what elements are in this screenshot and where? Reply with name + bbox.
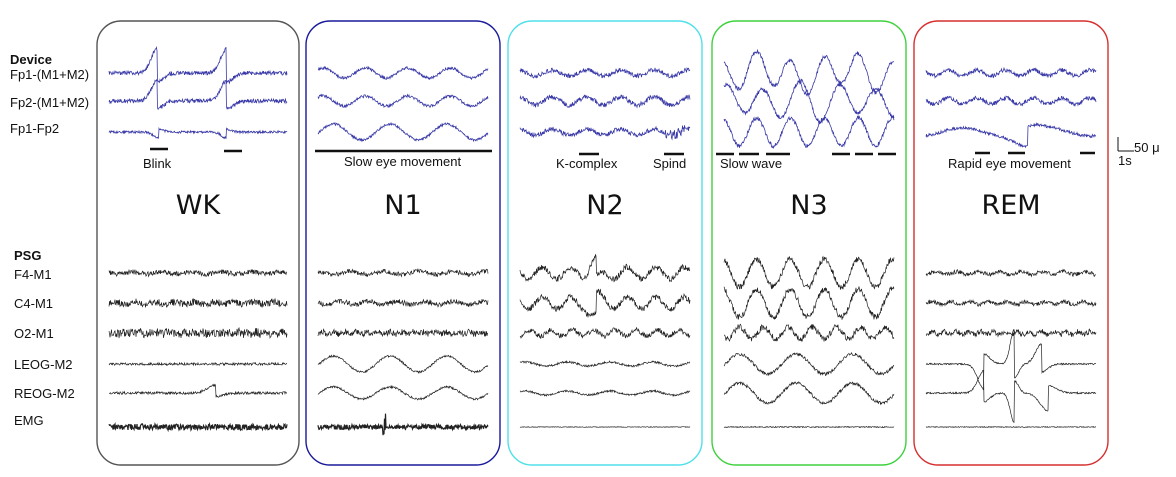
device-trace xyxy=(723,78,895,124)
amplitude-scale-label: 50 μ xyxy=(1134,140,1160,155)
stage-panel-n1: N1 xyxy=(305,20,501,466)
psg-trace xyxy=(519,288,691,318)
device-trace xyxy=(519,94,691,109)
device-channel-label: Fp1-(M1+M2) xyxy=(10,67,90,82)
time-scale-label: 1s xyxy=(1118,153,1132,168)
stage-title: N2 xyxy=(586,190,623,221)
psg-trace xyxy=(519,426,691,428)
device-trace xyxy=(723,114,895,149)
annotation-k-complex: K-complex xyxy=(556,156,618,171)
stage-panel-border xyxy=(711,20,907,466)
psg-trace xyxy=(925,369,1097,423)
device-trace xyxy=(519,67,691,79)
device-channel-label: Fp1-Fp2 xyxy=(10,121,60,136)
psg-trace xyxy=(317,384,489,401)
psg-heading: PSG xyxy=(14,248,42,263)
stage-panel-border xyxy=(96,20,300,466)
psg-trace xyxy=(317,328,489,338)
stage-panel-border xyxy=(305,20,501,466)
stage-panel-n3: N3 xyxy=(711,20,907,466)
stage-panel-border xyxy=(507,20,703,466)
stage-panel-wk: WK xyxy=(96,20,300,466)
psg-trace xyxy=(925,328,1097,338)
psg-trace xyxy=(925,299,1097,308)
device-trace xyxy=(925,95,1097,107)
stage-panel-border xyxy=(913,20,1109,466)
device-trace xyxy=(317,65,489,81)
device-trace xyxy=(317,121,489,143)
device-trace xyxy=(519,125,691,141)
psg-trace xyxy=(723,381,895,406)
annotation-slow-eye-movement: Slow eye movement xyxy=(344,154,461,169)
device-trace xyxy=(925,121,1097,149)
psg-trace xyxy=(723,285,895,320)
psg-trace xyxy=(317,298,489,308)
psg-channel-label: REOG-M2 xyxy=(14,386,75,401)
device-heading: Device xyxy=(10,52,52,67)
psg-trace xyxy=(108,361,288,367)
psg-channel-label: F4-M1 xyxy=(14,267,52,282)
annotation-spindle: Spind xyxy=(653,156,686,171)
psg-trace xyxy=(108,383,287,398)
annotation-slow-wave: Slow wave xyxy=(720,156,782,171)
psg-trace xyxy=(317,354,489,374)
psg-trace xyxy=(519,254,691,283)
psg-trace xyxy=(925,425,1097,428)
device-trace xyxy=(108,126,288,140)
psg-trace xyxy=(723,255,895,290)
device-channel-label: Fp2-(M1+M2) xyxy=(10,95,90,110)
psg-trace xyxy=(724,323,895,343)
psg-trace xyxy=(723,425,895,429)
device-trace xyxy=(108,78,288,110)
psg-channel-label: C4-M1 xyxy=(14,296,54,311)
stage-title: WK xyxy=(176,190,222,221)
stage-title: N1 xyxy=(384,190,421,221)
psg-channel-label: LEOG-M2 xyxy=(14,357,73,372)
stage-panel-rem: REM xyxy=(913,20,1109,466)
device-trace xyxy=(723,48,895,97)
psg-trace xyxy=(925,329,1097,391)
device-trace xyxy=(317,93,489,109)
psg-trace xyxy=(108,297,288,309)
annotation-blink: Blink xyxy=(143,156,172,171)
psg-trace xyxy=(317,413,489,436)
annotation-rapid-eye-movement: Rapid eye movement xyxy=(948,156,1071,171)
stage-panel-n2: N2 xyxy=(507,20,703,466)
psg-trace xyxy=(317,267,489,278)
psg-trace xyxy=(925,268,1097,278)
psg-trace xyxy=(108,268,288,278)
device-trace xyxy=(108,46,288,85)
stage-title: REM xyxy=(981,190,1040,221)
psg-trace xyxy=(519,326,691,340)
psg-channel-label: O2-M1 xyxy=(14,326,54,341)
stage-title: N3 xyxy=(790,190,827,221)
psg-trace xyxy=(519,389,691,397)
device-trace xyxy=(925,66,1097,80)
psg-trace xyxy=(519,359,691,368)
psg-trace xyxy=(723,351,895,377)
psg-channel-label: EMG xyxy=(14,413,44,428)
psg-trace xyxy=(108,421,288,433)
psg-trace xyxy=(108,326,288,339)
